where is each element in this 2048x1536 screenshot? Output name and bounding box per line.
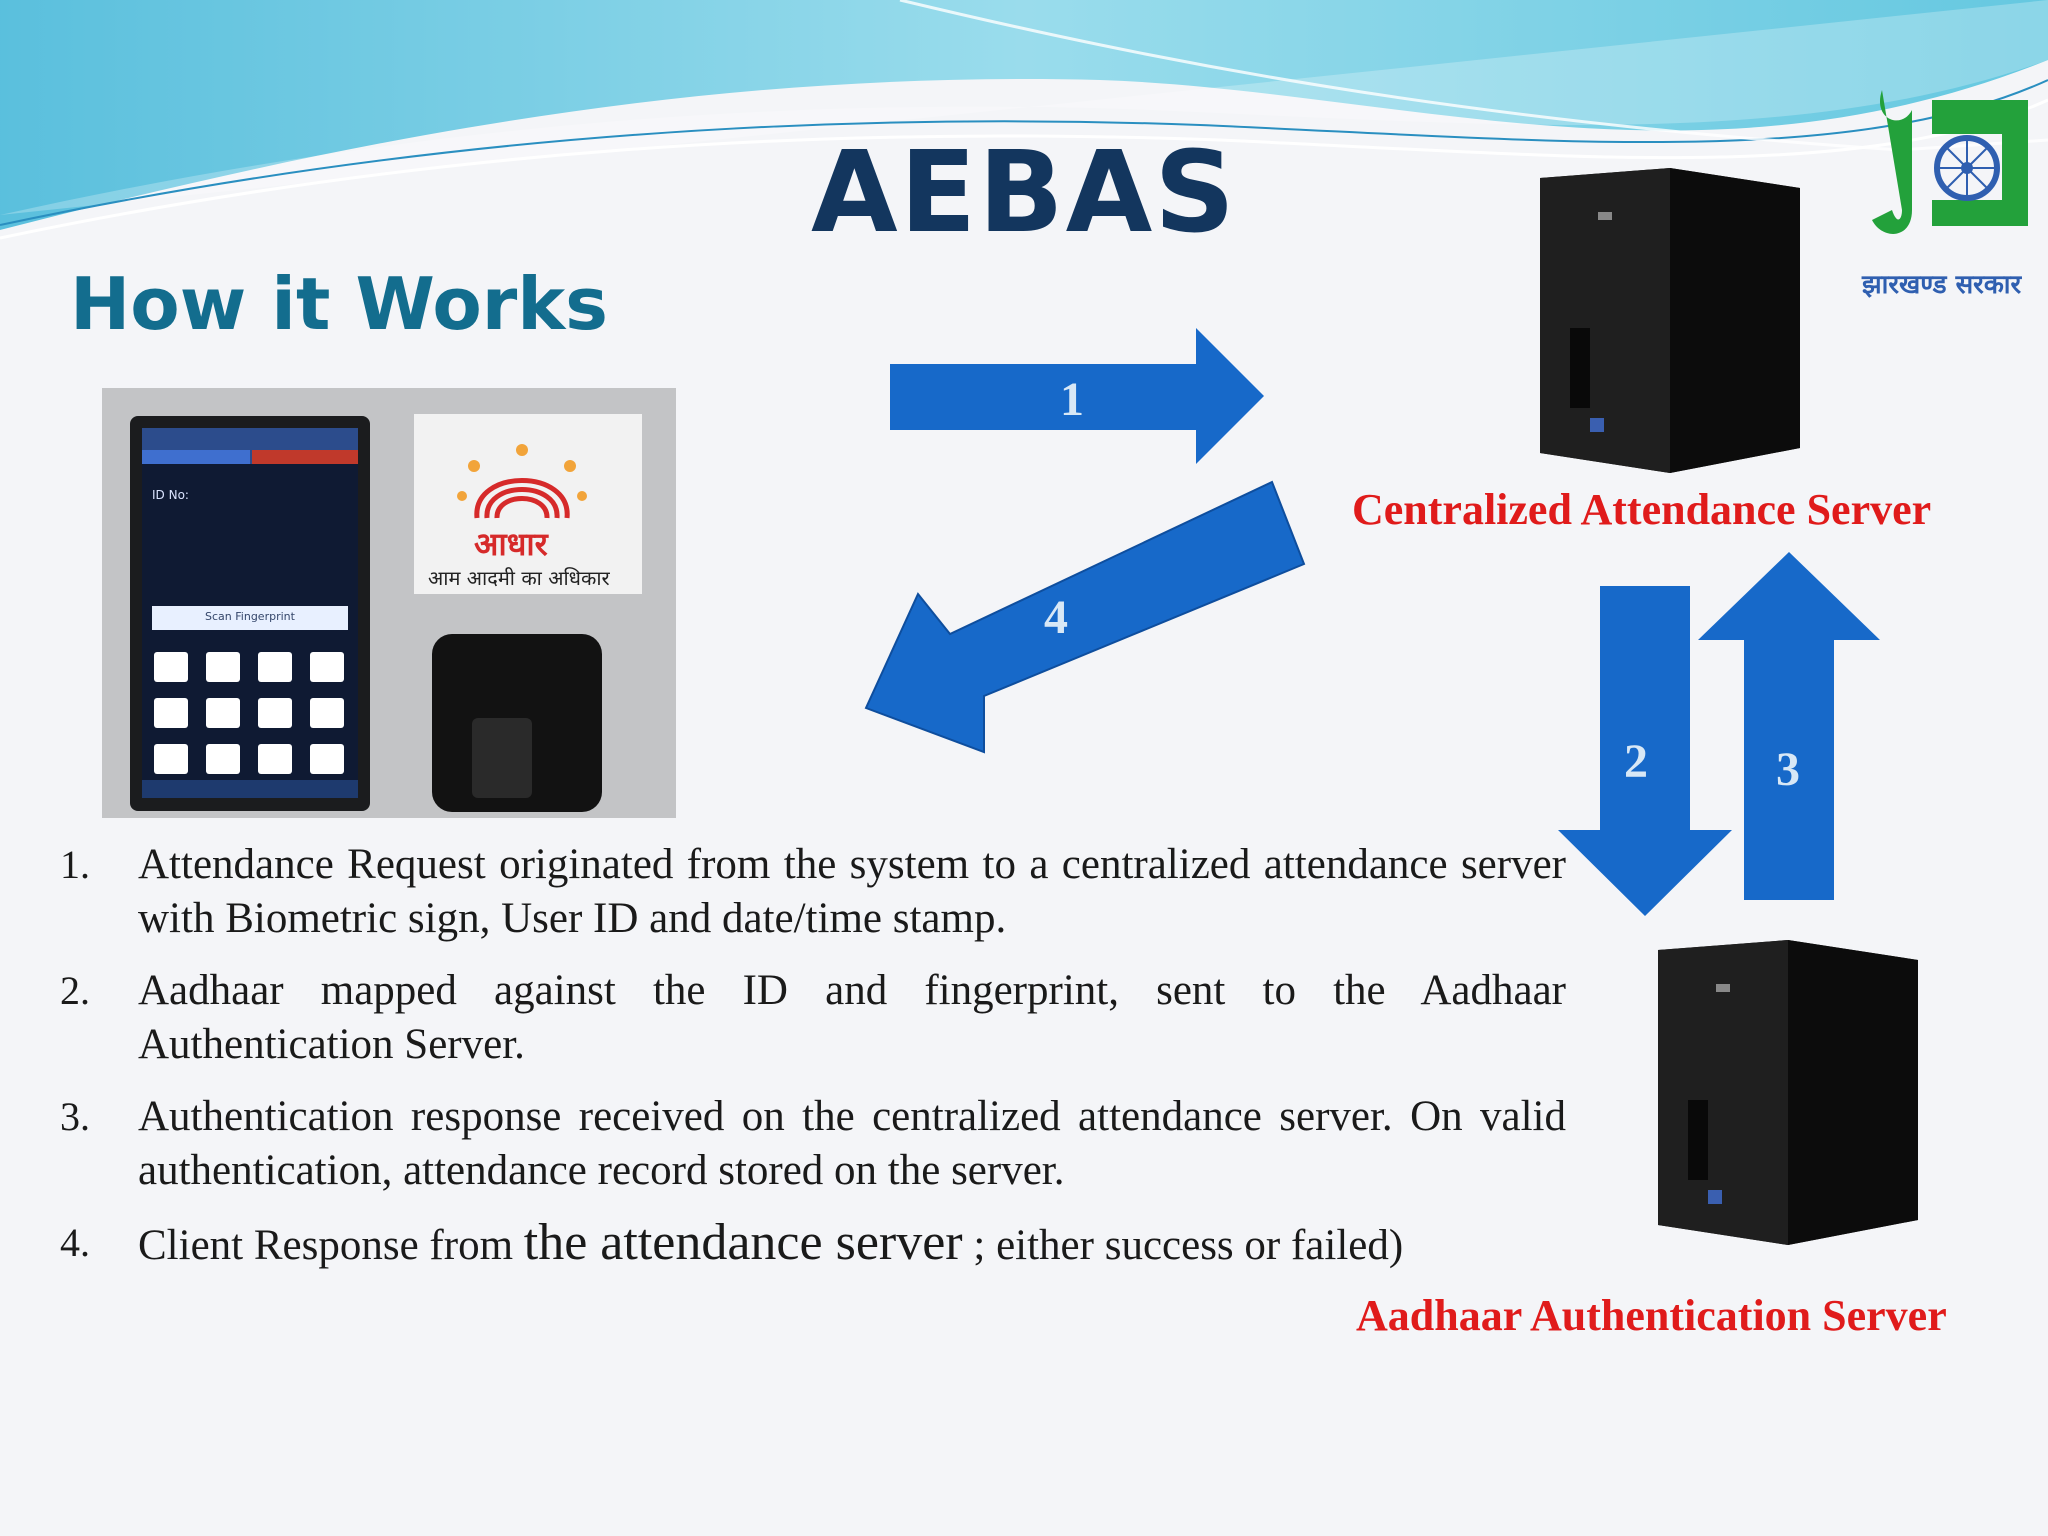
step-number: 3. bbox=[60, 1094, 90, 1139]
emblem-icon bbox=[1872, 90, 2028, 234]
arrow-4-label: 4 bbox=[1044, 591, 1068, 644]
aadhaar-server-icon bbox=[1658, 940, 1918, 1245]
step-text-emphasis: the attendance server bbox=[523, 1214, 963, 1271]
step-text-post: ; either success or failed) bbox=[962, 1222, 1404, 1269]
logo-text: झारखण्ड सरकार bbox=[1862, 270, 2022, 300]
step-number: 2. bbox=[60, 968, 90, 1013]
step-number: 1. bbox=[60, 842, 90, 887]
attendance-device-photo: आधार आम आदमी का अधिकार ID No: Scan Finge… bbox=[102, 388, 676, 818]
arrow-3 bbox=[1698, 552, 1880, 900]
central-server-icon bbox=[1540, 168, 1800, 473]
scan-button: Scan Fingerprint bbox=[205, 610, 295, 623]
steps-list: 1. Attendance Request originated from th… bbox=[60, 838, 1566, 1291]
step-text: Aadhaar mapped against the ID and finger… bbox=[138, 967, 1566, 1068]
arrow-2 bbox=[1558, 586, 1732, 916]
jharkhand-logo: झारखण्ड सरकार bbox=[1862, 80, 2048, 300]
aadhaar-brand: आधार bbox=[474, 525, 548, 563]
arrow-3-label: 3 bbox=[1776, 743, 1800, 796]
page-title: AEBAS bbox=[811, 128, 1237, 258]
aadhaar-server-label: Aadhaar Authentication Server bbox=[1356, 1291, 1947, 1340]
central-server-label: Centralized Attendance Server bbox=[1352, 485, 1932, 534]
step-number: 4. bbox=[60, 1220, 90, 1265]
arrow-4 bbox=[864, 480, 1306, 754]
aadhaar-tagline: आम आदमी का अधिकार bbox=[428, 566, 610, 590]
step-item: 1. Attendance Request originated from th… bbox=[60, 838, 1566, 946]
page-subtitle: How it Works bbox=[70, 262, 609, 346]
id-label: ID No: bbox=[152, 488, 189, 502]
step-text: Attendance Request originated from the s… bbox=[138, 841, 1566, 942]
arrow-1-label: 1 bbox=[1060, 373, 1084, 426]
header-waves bbox=[0, 0, 2048, 240]
step-item: 2. Aadhaar mapped against the ID and fin… bbox=[60, 964, 1566, 1072]
arrow-2-label: 2 bbox=[1624, 735, 1648, 788]
arrow-1 bbox=[890, 328, 1264, 464]
step-item: 3. Authentication response received on t… bbox=[60, 1090, 1566, 1198]
step-item: 4. Client Response from the attendance s… bbox=[60, 1216, 1566, 1273]
step-text: Authentication response received on the … bbox=[138, 1093, 1566, 1194]
step-text-pre: Client Response from bbox=[138, 1222, 524, 1269]
